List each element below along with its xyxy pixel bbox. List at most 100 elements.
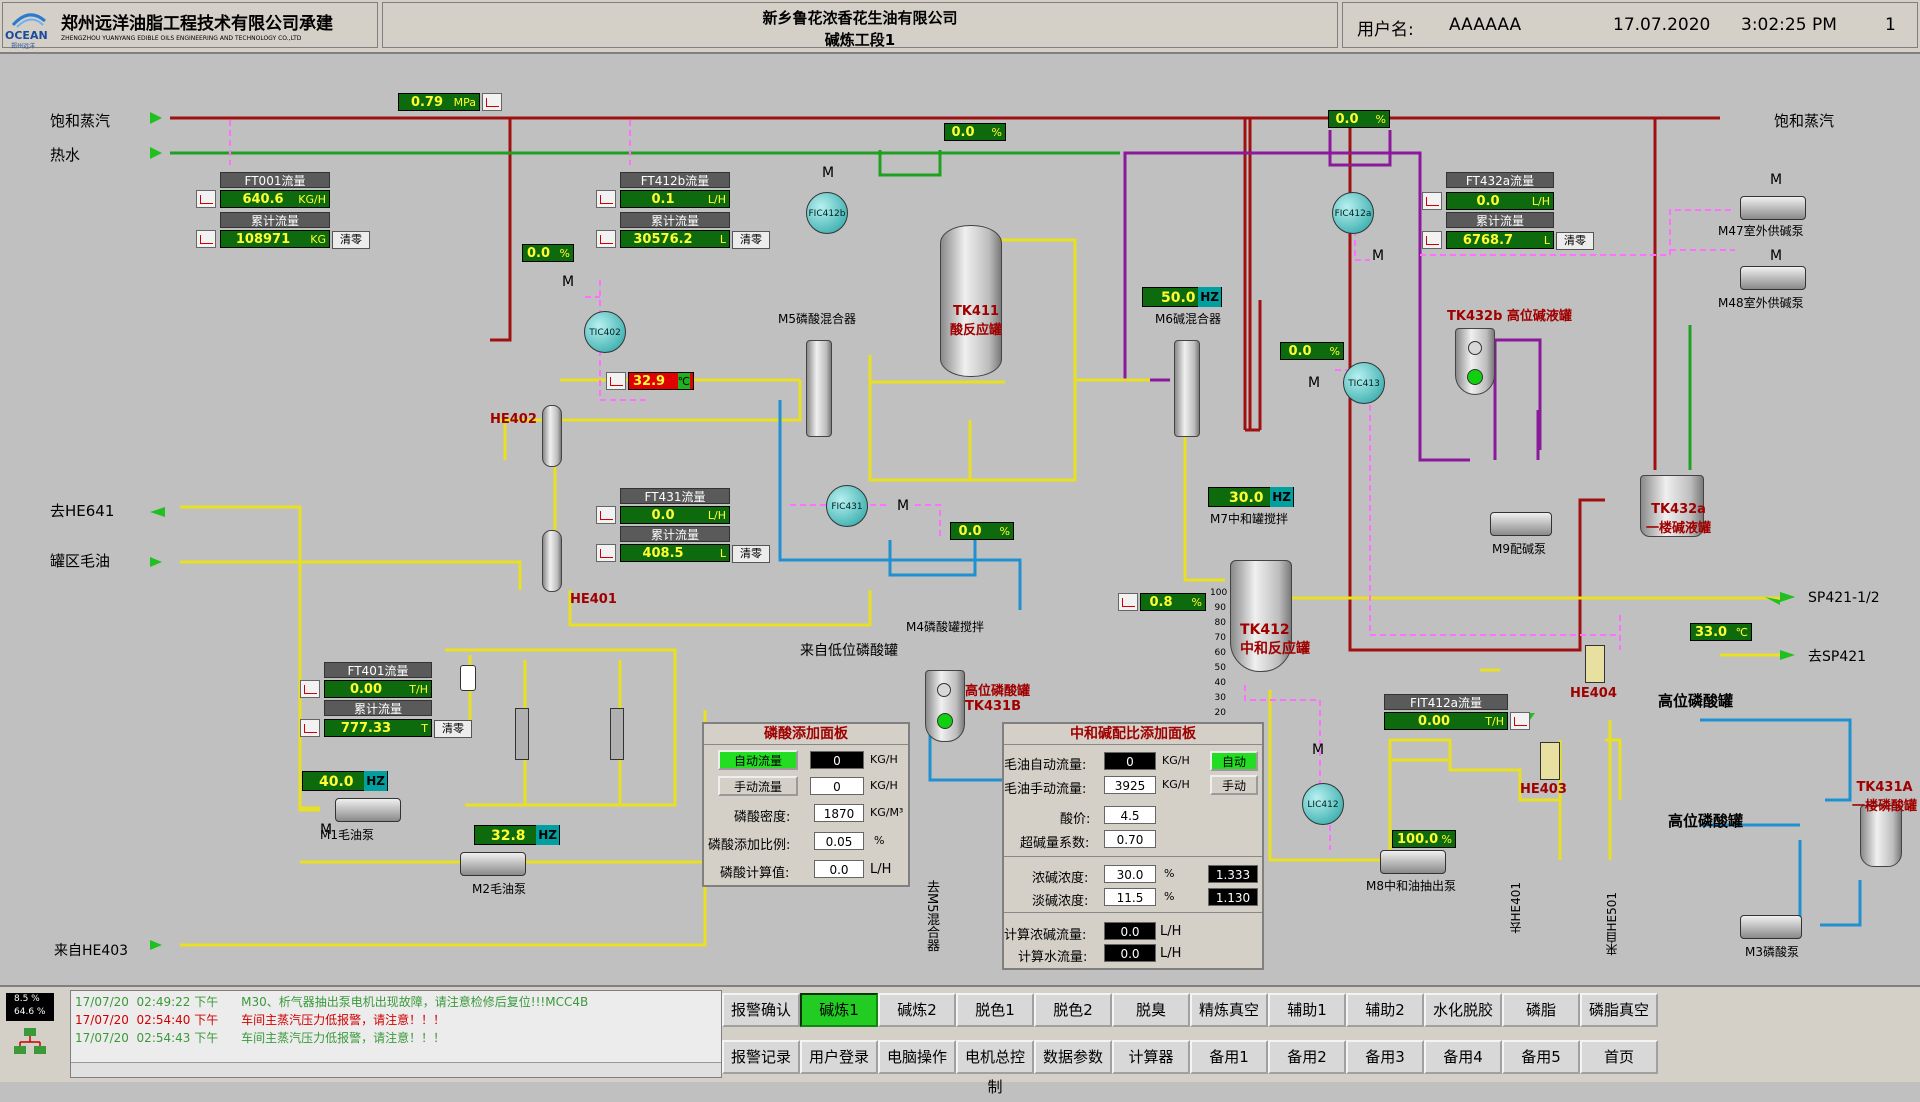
nav-button[interactable]: 报警记录 (722, 1040, 800, 1074)
trend-icon[interactable] (596, 230, 616, 248)
ft412b-reset-button[interactable]: 清零 (732, 231, 770, 249)
trend-icon[interactable] (1422, 192, 1442, 210)
nav-button[interactable]: 脱臭 (1112, 993, 1190, 1027)
mixer-m5[interactable] (806, 340, 832, 437)
dilute-alkali-input[interactable]: 11.5 (1104, 888, 1156, 906)
pump-m48[interactable] (1740, 266, 1806, 290)
alarm-row[interactable]: 17/07/20 02:54:40 下午 车间主蒸汽压力低报警，请注意！！！ (75, 1013, 446, 1027)
acid-manual-flow-input[interactable]: 0 (810, 777, 864, 795)
heat-exchanger-he401[interactable] (542, 530, 562, 592)
conc-alkali-input[interactable]: 30.0 (1104, 865, 1156, 883)
tank-tk411[interactable] (940, 225, 1002, 377)
acid-manual-flow-button[interactable]: 手动流量 (718, 776, 798, 796)
trend-icon[interactable] (1510, 712, 1530, 730)
tank-tk412[interactable] (1230, 560, 1292, 672)
alarm-row[interactable]: 17/07/20 02:54:43 下午 车间主蒸汽压力低报警，请注意！！！ (75, 1031, 446, 1045)
controller-fic431[interactable]: FIC431 (826, 485, 868, 527)
nav-button[interactable]: 碱炼2 (878, 993, 956, 1027)
acid-value-input[interactable]: 4.5 (1104, 806, 1156, 824)
alkali-manual-button[interactable]: 手动 (1210, 775, 1258, 795)
heat-exchanger-he404[interactable] (1585, 645, 1605, 683)
trend-icon[interactable] (596, 544, 616, 562)
acid-auto-flow-button[interactable]: 自动流量 (718, 750, 798, 770)
alarm-list[interactable]: 17/07/20 02:49:22 下午 M30、析气器抽出泵电机出现故障，请注… (70, 990, 722, 1078)
acid-ratio-input[interactable]: 0.05 (814, 832, 864, 850)
excess-alkali-input[interactable]: 0.70 (1104, 830, 1156, 848)
tank-tk432a[interactable] (1640, 475, 1704, 537)
pump-m2[interactable] (460, 852, 526, 876)
nav-button[interactable]: 报警确认 (722, 993, 800, 1027)
alkali-auto-button[interactable]: 自动 (1210, 751, 1258, 771)
tank-tk431a-label: TK431A 一楼磷酸罐 (1852, 780, 1918, 814)
trend-icon[interactable] (196, 190, 216, 208)
ft401-reset-button[interactable]: 清零 (434, 720, 472, 738)
controller-fic412b[interactable]: FIC412b (806, 192, 848, 234)
nav-button[interactable]: 数据参数 (1034, 1040, 1112, 1074)
nav-button[interactable]: 碱炼1 (800, 993, 878, 1027)
trend-icon[interactable] (596, 506, 616, 524)
alarm-row[interactable]: 17/07/20 02:49:22 下午 M30、析气器抽出泵电机出现故障，请注… (75, 995, 589, 1009)
pump-m8[interactable] (1380, 850, 1446, 874)
nav-button[interactable]: 备用5 (1502, 1040, 1580, 1074)
nav-button[interactable]: 首页 (1580, 1040, 1658, 1074)
nav-button[interactable]: 磷脂真空 (1580, 993, 1658, 1027)
pump-m9[interactable] (1490, 512, 1552, 536)
nav-button[interactable]: 辅助1 (1268, 993, 1346, 1027)
mixer-m6[interactable] (1174, 340, 1200, 437)
high-acid-tank-label-2: 高位磷酸罐 (1668, 812, 1744, 830)
trend-icon[interactable] (596, 190, 616, 208)
nav-button[interactable]: 备用1 (1190, 1040, 1268, 1074)
motor-label: M (1372, 248, 1385, 264)
pump-m1[interactable] (335, 798, 401, 822)
alarm-scrollbar[interactable] (71, 1062, 721, 1077)
controller-fic412a[interactable]: FIC412a (1332, 192, 1374, 234)
trend-icon[interactable] (606, 372, 626, 390)
trend-icon[interactable] (1118, 593, 1138, 611)
nav-button[interactable]: 磷脂 (1502, 993, 1580, 1027)
controller-lic412[interactable]: LIC412 (1302, 783, 1344, 825)
nav-button[interactable]: 脱色2 (1034, 993, 1112, 1027)
nav-button[interactable]: 精炼真空 (1190, 993, 1268, 1027)
trend-icon[interactable] (1422, 231, 1442, 249)
pump-m3[interactable] (1740, 915, 1802, 939)
nav-button[interactable]: 辅助2 (1346, 993, 1424, 1027)
ft001-reset-button[interactable]: 清零 (332, 231, 370, 249)
trend-icon[interactable] (482, 93, 502, 111)
controller-tic402[interactable]: TIC402 (584, 311, 626, 353)
tank-tk432a-label: TK432a 一楼碱液罐 (1646, 502, 1712, 536)
controller-tic413[interactable]: TIC413 (1343, 362, 1385, 404)
heat-exchanger-he403[interactable] (1540, 742, 1560, 780)
nav-button[interactable]: 备用4 (1424, 1040, 1502, 1074)
ft431-reset-button[interactable]: 清零 (732, 545, 770, 563)
network-icon[interactable] (12, 1026, 48, 1060)
acid-density-input[interactable]: 1870 (814, 804, 864, 822)
trend-icon[interactable] (196, 230, 216, 248)
oil-manual-flow-input[interactable]: 3925 (1104, 776, 1156, 794)
nav-button[interactable]: 电机总控制 (956, 1040, 1034, 1096)
tank-tk431a[interactable] (1860, 805, 1902, 867)
acid-auto-flow-value[interactable]: 0 (810, 751, 864, 769)
logo-text: OCEAN (5, 29, 48, 42)
nav-button[interactable]: 脱色1 (956, 993, 1034, 1027)
nav-button[interactable]: 水化脱胶 (1424, 993, 1502, 1027)
ft432a-reset-button[interactable]: 清零 (1556, 232, 1594, 250)
nav-button[interactable]: 备用2 (1268, 1040, 1346, 1074)
tank-tk431b[interactable] (925, 670, 965, 742)
nav-button[interactable]: 计算器 (1112, 1040, 1190, 1074)
user-name[interactable]: AAAAAA (1449, 15, 1522, 35)
tic413-valve-opening: 0.0% (1280, 342, 1344, 360)
tank-tk432b[interactable] (1455, 328, 1495, 395)
trend-icon[interactable] (300, 680, 320, 698)
pump-m47[interactable] (1740, 196, 1806, 220)
nav-button[interactable]: 电脑操作 (878, 1040, 956, 1074)
heat-exchanger-he402[interactable] (542, 405, 562, 467)
nav-button[interactable]: 备用3 (1346, 1040, 1424, 1074)
nav-button[interactable]: 用户登录 (800, 1040, 878, 1074)
mini-gauge[interactable]: 8.5 %64.6 % (6, 993, 54, 1021)
trend-icon[interactable] (300, 719, 320, 737)
